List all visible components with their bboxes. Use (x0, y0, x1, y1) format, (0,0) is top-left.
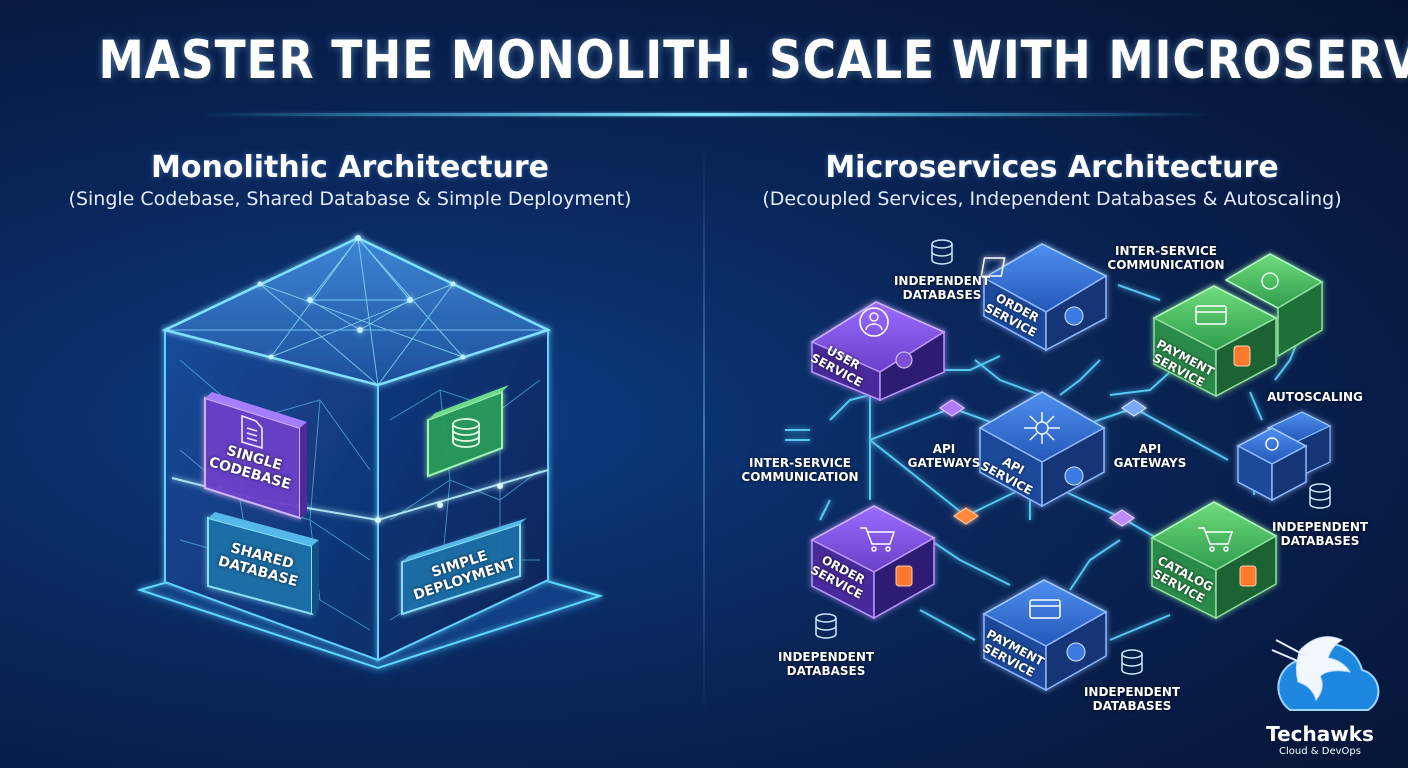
database-icon-right (1309, 483, 1331, 509)
database-panel-green (427, 385, 509, 478)
monolith-cube (135, 235, 605, 672)
service-cube-order-bottom (810, 505, 936, 620)
database-icon-top (931, 239, 953, 265)
credit-card-icon (1195, 305, 1227, 325)
database-icon-bottom-center (1121, 649, 1143, 675)
user-icon (859, 307, 889, 337)
monolith-title: Monolithic Architecture (151, 150, 549, 185)
document-icon (241, 414, 263, 450)
service-cube-user (810, 301, 946, 402)
database-icon (452, 418, 480, 448)
microservices-title: Microservices Architecture (825, 150, 1279, 185)
credit-card-icon-bottom (1029, 599, 1061, 619)
connector-nodes (939, 399, 1147, 527)
section-divider (703, 140, 705, 720)
brand-name: Techawks (1266, 722, 1374, 746)
shopping-cart-icon-catalog (1198, 527, 1234, 552)
service-cube-order-top (980, 243, 1108, 352)
database-icons (815, 239, 1331, 675)
document-stack-icon (980, 257, 1006, 277)
autoscaling-label: AUTOSCALING (1267, 390, 1363, 404)
service-cube-api (978, 391, 1106, 508)
service-cube-payment-top (1152, 253, 1324, 398)
database-icon-bottom-left (815, 613, 837, 639)
single-codebase-panel (204, 392, 307, 520)
brand-tagline: Cloud & DevOps (1279, 746, 1361, 757)
service-cube-autoscaling (1236, 411, 1332, 502)
techawks-logo (1271, 636, 1380, 711)
shared-database-panel (207, 512, 319, 616)
network-hub-icon (1024, 412, 1060, 444)
monolith-subtitle: (Single Codebase, Shared Database & Simp… (68, 188, 632, 210)
microservices-subtitle: (Decoupled Services, Independent Databas… (762, 188, 1342, 210)
main-headline: MASTER THE MONOLITH. SCALE WITH MICROSER… (98, 30, 1408, 91)
gear-icon-autoscale (1265, 437, 1279, 451)
simple-deployment-panel (401, 518, 527, 616)
shopping-cart-icon (860, 527, 896, 552)
header-glow-line (200, 113, 1210, 116)
gear-icon-top (1261, 272, 1279, 290)
gear-icon (895, 351, 913, 369)
service-cube-payment-bottom (982, 579, 1108, 692)
service-cube-catalog (1150, 501, 1278, 620)
